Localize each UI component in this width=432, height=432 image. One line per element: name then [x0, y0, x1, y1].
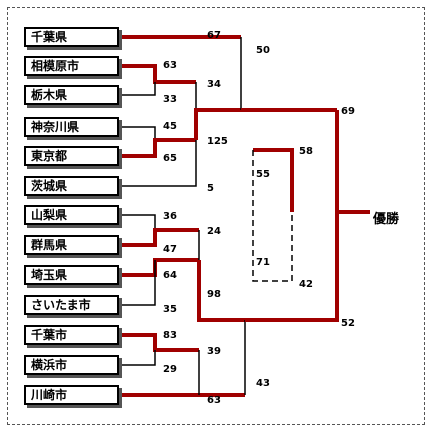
score-label: 83: [163, 330, 177, 341]
score-label: 50: [256, 45, 270, 56]
score-label: 45: [163, 121, 177, 132]
score-label: 34: [207, 79, 221, 90]
team-name: 川崎市: [31, 388, 68, 402]
team-name: 茨城県: [31, 179, 68, 193]
team-box: 横浜市: [24, 355, 119, 375]
team-name: 神奈川県: [31, 120, 80, 134]
bracket-frame: [7, 7, 425, 425]
line-sagamihara: [119, 64, 196, 84]
line-chiba-city: [119, 333, 199, 352]
line-r2-tokyo: [194, 108, 241, 140]
score-label: 29: [163, 364, 177, 375]
team-name: 東京都: [31, 149, 68, 163]
score-label: 58: [299, 146, 313, 157]
line-yokohama: [119, 350, 156, 366]
line-bot-to-final: [245, 212, 339, 322]
team-name: 千葉県: [31, 30, 68, 44]
line-tokyo: [119, 138, 196, 158]
team-box: 相模原市: [24, 56, 119, 76]
line-ibaraki: [119, 140, 197, 187]
team-box: 川崎市: [24, 385, 119, 405]
score-label: 67: [207, 30, 221, 41]
score-label: 125: [207, 136, 228, 147]
team-name: 栃木県: [31, 88, 68, 102]
score-label: 36: [163, 211, 177, 222]
champion-label: 優勝: [373, 212, 400, 227]
team-box: 東京都: [24, 146, 119, 166]
score-label: 24: [207, 226, 221, 237]
team-name: 相模原市: [31, 59, 80, 73]
team-box: さいたま市: [24, 295, 119, 315]
score-label: 65: [163, 153, 177, 164]
score-label: 71: [256, 257, 270, 268]
team-name: 群馬県: [31, 238, 68, 252]
score-label: 63: [207, 395, 221, 406]
line-kanagawa: [119, 126, 156, 140]
line-yamanashi: [119, 214, 156, 230]
score-label: 98: [207, 289, 221, 300]
team-box: 埼玉県: [24, 265, 119, 285]
line-r2-saitama: [197, 260, 245, 322]
line-dashed-top: [253, 148, 294, 212]
team-box: 千葉市: [24, 325, 119, 345]
team-name: さいたま市: [31, 298, 91, 312]
line-dashed-left: [252, 150, 293, 282]
line-gunma: [119, 228, 199, 247]
team-name: 千葉市: [31, 328, 68, 342]
team-box: 茨城県: [24, 176, 119, 196]
line-saitama: [119, 258, 199, 277]
score-label: 39: [207, 346, 221, 357]
score-label: 42: [299, 279, 313, 290]
team-box: 千葉県: [24, 27, 119, 47]
team-box: 神奈川県: [24, 117, 119, 137]
line-saitama-city: [119, 260, 156, 306]
team-box: 群馬県: [24, 235, 119, 255]
score-label: 33: [163, 94, 177, 105]
score-label: 69: [341, 106, 355, 117]
score-label: 47: [163, 244, 177, 255]
line-tochigi: [119, 82, 156, 96]
score-label: 64: [163, 270, 177, 281]
score-label: 35: [163, 304, 177, 315]
score-label: 63: [163, 60, 177, 71]
team-box: 栃木県: [24, 85, 119, 105]
team-name: 山梨県: [31, 208, 68, 222]
team-box: 山梨県: [24, 205, 119, 225]
team-name: 横浜市: [31, 358, 68, 372]
team-name: 埼玉県: [31, 268, 68, 282]
score-label: 52: [341, 318, 355, 329]
score-label: 5: [207, 183, 214, 194]
score-label: 55: [256, 169, 270, 180]
score-label: 43: [256, 378, 270, 389]
